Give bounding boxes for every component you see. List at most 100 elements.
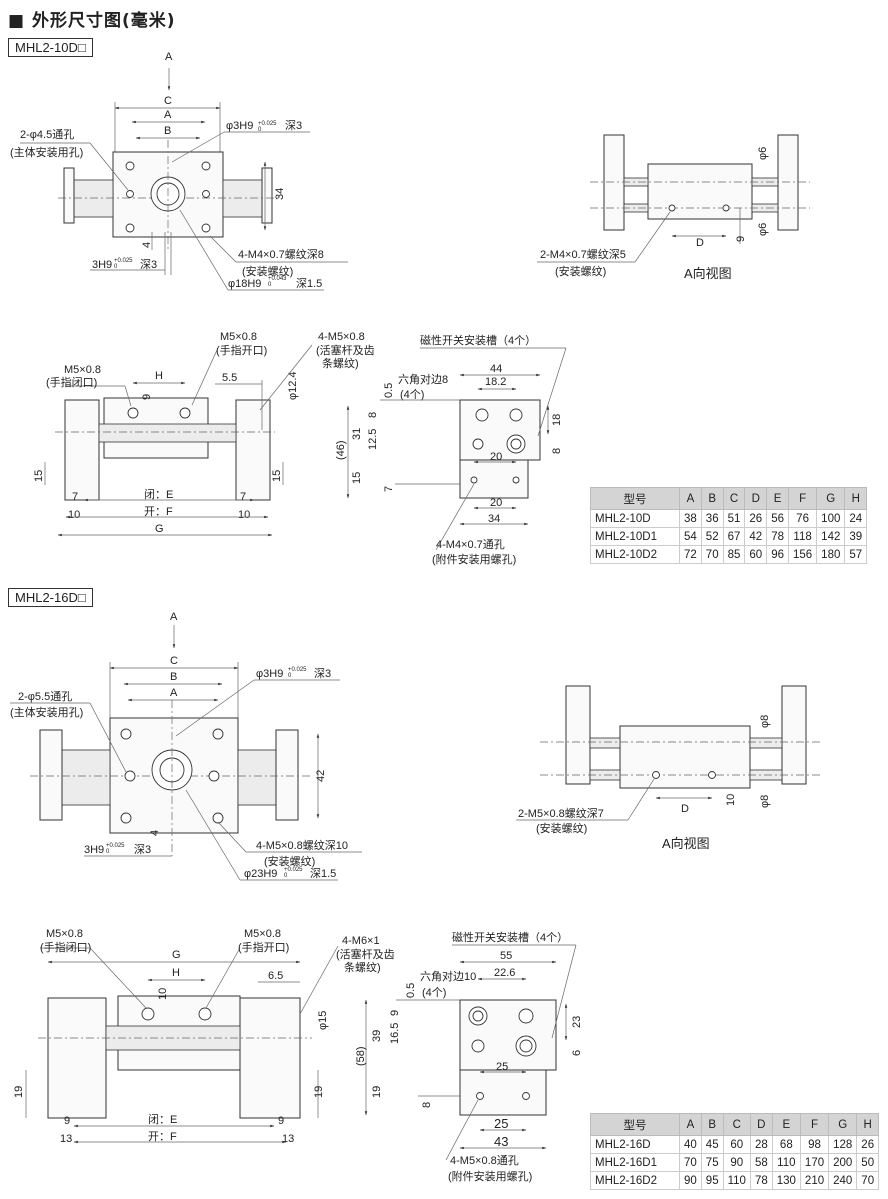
svg-text:0: 0 — [258, 127, 262, 133]
dim-4: 4 — [141, 242, 153, 248]
svg-text:10: 10 — [157, 988, 169, 1000]
svg-text:(活塞杆及齿: (活塞杆及齿 — [336, 947, 395, 961]
svg-text:31: 31 — [351, 428, 363, 440]
svg-text:5.5: 5.5 — [222, 372, 237, 384]
svg-text:9: 9 — [735, 236, 747, 242]
svg-text:G: G — [172, 949, 181, 961]
svg-text:(手指闭口): (手指闭口) — [40, 940, 91, 954]
front-m5-close-16: M5×0.8 — [46, 928, 83, 940]
svg-text:深3: 深3 — [314, 667, 331, 680]
svg-text:42: 42 — [315, 770, 327, 782]
svg-text:0: 0 — [268, 282, 272, 288]
svg-text:(手指开口): (手指开口) — [238, 940, 289, 954]
slot-note: 3H9 — [92, 259, 112, 271]
svg-text:D: D — [681, 803, 689, 815]
th-e: E — [766, 487, 789, 510]
svg-text:10: 10 — [68, 509, 80, 521]
svg-text:φ15: φ15 — [317, 1011, 329, 1030]
svg-text:(活塞杆及齿: (活塞杆及齿 — [316, 343, 375, 357]
aview-thread-note-16: 2-M5×0.8螺纹深7 — [518, 806, 604, 820]
svg-text:(附件安装用螺孔): (附件安装用螺孔) — [432, 552, 516, 566]
table-header-row: 型号 A B C D E F G H — [590, 1113, 880, 1136]
aview-dim-d: D — [696, 237, 704, 249]
svg-text:18.2: 18.2 — [485, 376, 506, 388]
svg-text:9: 9 — [278, 1115, 284, 1127]
thread-note-16: 4-M5×0.8螺纹深10 — [256, 838, 348, 852]
bore-note: φ18H9 — [228, 278, 261, 290]
svg-text:0.5: 0.5 — [405, 983, 417, 998]
svg-text:55: 55 — [500, 950, 512, 962]
svg-text:(安装螺纹): (安装螺纹) — [242, 264, 293, 278]
svg-text:16.5: 16.5 — [389, 1023, 401, 1044]
svg-text:9: 9 — [64, 1115, 70, 1127]
svg-text:B: B — [170, 671, 177, 683]
th-b: B — [700, 487, 724, 510]
th-c: C — [722, 1113, 751, 1136]
th-d: D — [749, 1113, 773, 1136]
svg-text:深1.5: 深1.5 — [296, 277, 322, 290]
side-thread-note-16: 4-M5×0.8通孔 — [450, 1154, 519, 1167]
svg-text:13: 13 — [60, 1133, 72, 1145]
front-rod-thread-16: 4-M6×1 — [342, 935, 380, 947]
svg-text:44: 44 — [490, 363, 502, 375]
th-d: D — [744, 487, 768, 510]
front-m5-open: M5×0.8 — [220, 331, 257, 343]
svg-text:23: 23 — [571, 1016, 583, 1028]
th-f: F — [799, 1113, 830, 1136]
side-thread-note: 4-M4×0.7通孔 — [436, 538, 505, 551]
svg-text:φ6: φ6 — [757, 147, 769, 160]
svg-text:19: 19 — [13, 1086, 25, 1098]
svg-text:7: 7 — [72, 491, 78, 503]
svg-text:15: 15 — [271, 470, 283, 482]
aview-thread-note: 2-M4×0.7螺纹深5 — [540, 247, 626, 261]
svg-text:条螺纹): 条螺纹) — [322, 356, 359, 370]
svg-text:0: 0 — [284, 873, 288, 879]
th-b: B — [700, 1113, 724, 1136]
dim-c: C — [164, 95, 172, 107]
dim-a: A — [164, 109, 172, 121]
svg-text:+0.043: +0.043 — [268, 276, 287, 282]
svg-text:φ6: φ6 — [757, 223, 769, 236]
svg-text:+0.025: +0.025 — [258, 121, 277, 127]
svg-text:22.6: 22.6 — [494, 967, 515, 979]
hole-note: 2-φ4.5通孔 — [20, 128, 74, 141]
svg-text:(4个): (4个) — [422, 986, 446, 999]
front-m5-open-16: M5×0.8 — [244, 928, 281, 940]
svg-text:+0.025: +0.025 — [284, 867, 303, 873]
th-f: F — [787, 487, 818, 510]
svg-text:19: 19 — [371, 1086, 383, 1098]
thread-note: 4-M4×0.7螺纹深8 — [238, 247, 324, 261]
svg-text:(主体安装用孔): (主体安装用孔) — [10, 705, 83, 719]
table-header-row: 型号 A B C D E F G H — [590, 487, 868, 510]
svg-text:φ8: φ8 — [759, 715, 771, 728]
svg-text:8: 8 — [421, 1102, 433, 1108]
svg-text:+0.025: +0.025 — [288, 667, 307, 673]
svg-text:条螺纹): 条螺纹) — [344, 960, 381, 974]
svg-text:9: 9 — [141, 394, 153, 400]
svg-text:0: 0 — [114, 264, 118, 270]
th-a: A — [679, 487, 702, 510]
aview-caption: A向视图 — [684, 266, 732, 281]
svg-text:10: 10 — [238, 509, 250, 521]
front-rod-thread: 4-M5×0.8 — [318, 331, 365, 343]
svg-text:深3: 深3 — [134, 843, 151, 856]
svg-text:(58): (58) — [355, 1046, 367, 1066]
th-model: 型号 — [590, 1113, 680, 1136]
svg-text:19: 19 — [313, 1086, 325, 1098]
page-heading: ■ 外形尺寸图(毫米) — [8, 11, 176, 31]
svg-text:7: 7 — [383, 486, 395, 492]
bore-note-16: φ23H9 — [244, 868, 277, 880]
svg-text:18: 18 — [551, 414, 563, 426]
svg-text:深1.5: 深1.5 — [310, 867, 336, 880]
svg-text:34: 34 — [488, 513, 500, 525]
svg-text:(46): (46) — [335, 440, 347, 460]
svg-text:+0.025: +0.025 — [106, 843, 125, 849]
th-model: 型号 — [590, 487, 680, 510]
svg-text:10: 10 — [725, 794, 737, 806]
top-view-16d: A C B A 42 4 2-φ5.5通孔 (主体安装用孔) φ3H9 +0. — [10, 611, 362, 881]
